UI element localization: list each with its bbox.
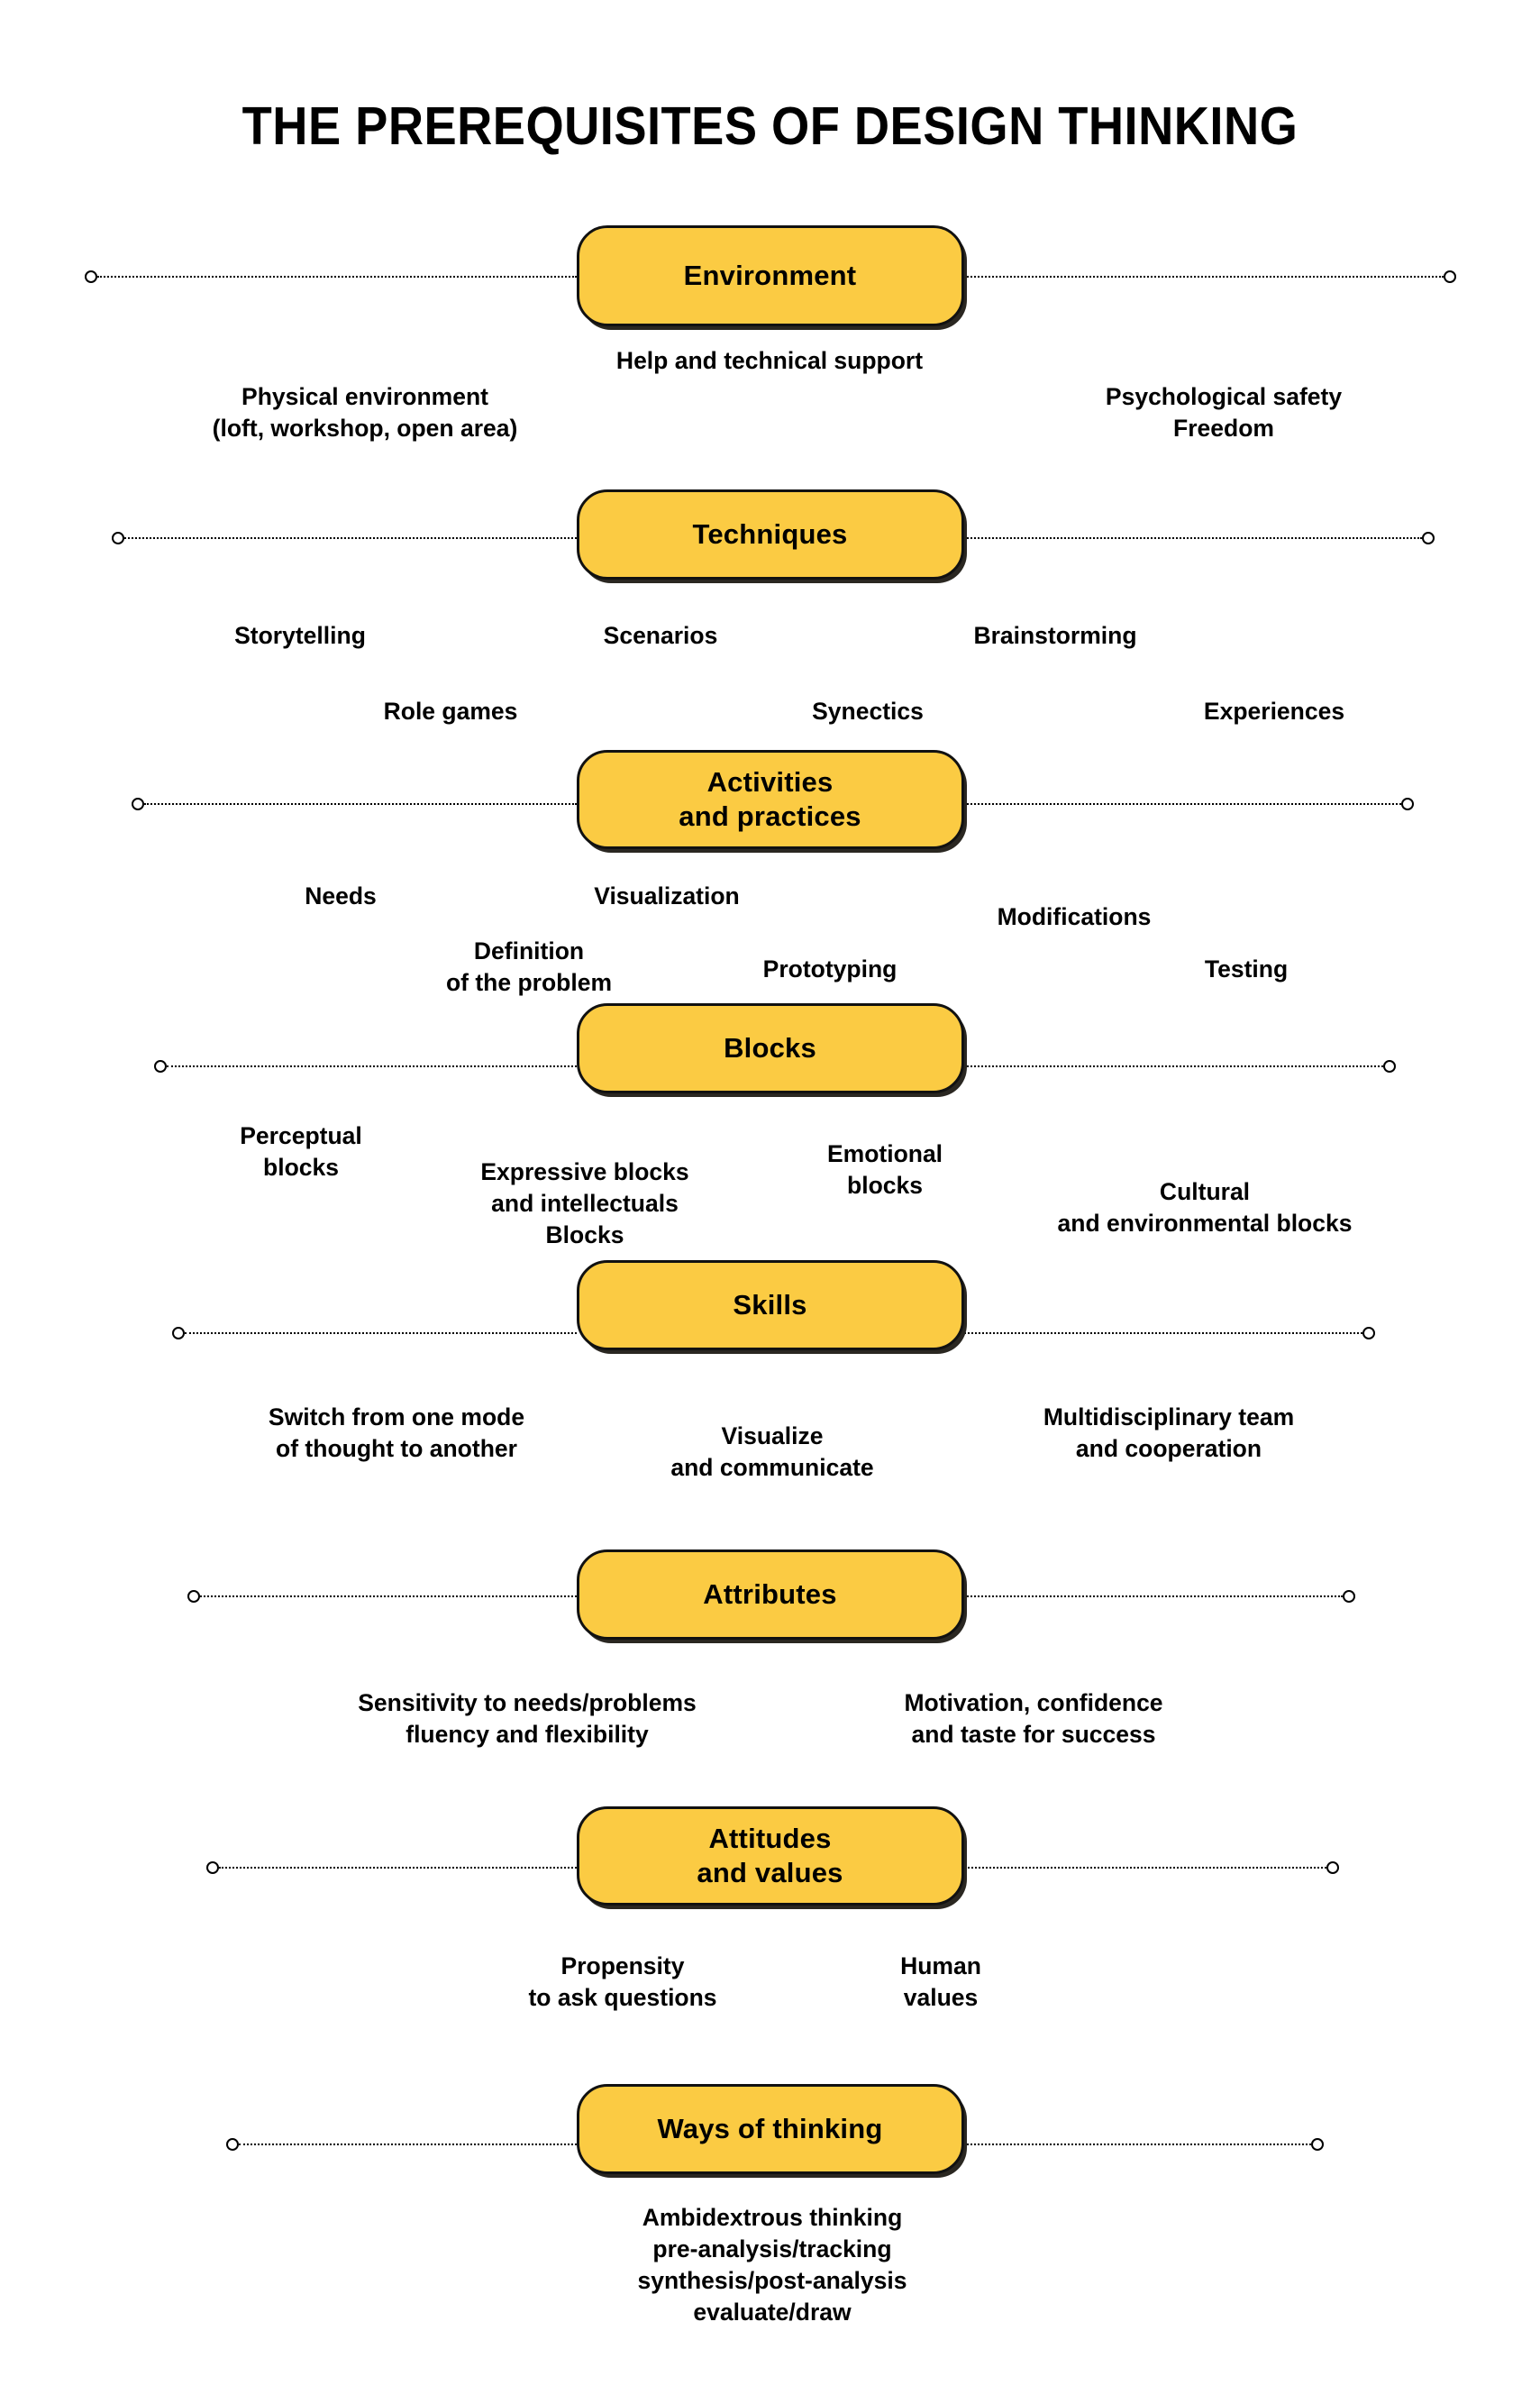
connector-end-dot-right-techniques [1422,532,1435,544]
stage-pill-attributes[interactable]: Attributes [576,1549,964,1640]
stage-pill-label-environment: Environment [683,260,857,292]
stage-pill-label-ways-of-thinking: Ways of thinking [657,2113,883,2145]
stage-pill-label-skills: Skills [733,1289,807,1321]
connector-line-left-attitudes-and-values [206,1861,577,1874]
connector-line-left-environment [85,270,577,283]
connector-line-right-skills [963,1327,1375,1339]
stage-label-environment-0: Help and technical support [615,347,924,374]
stage-pill-attitudes-and-values[interactable]: Attitudes and values [576,1806,964,1906]
stage-label-techniques-0: Storytelling [234,622,366,649]
stage-label-activities-and-practices-0: Needs [305,882,377,909]
connector-end-dot-left-activities-and-practices [132,798,144,810]
stage-label-blocks-3: Cultural and environmental blocks [1057,1178,1353,1237]
connector-line-left-ways-of-thinking [226,2138,577,2151]
stage-pill-label-activities-and-practices: Activities and practices [679,766,861,832]
connector-line-left-skills [172,1327,577,1339]
stage-pill-label-attitudes-and-values: Attitudes and values [697,1823,843,1888]
stage-label-blocks-1: Expressive blocks and intellectuals Bloc… [480,1158,689,1248]
connector-line-left-attributes [187,1590,577,1603]
stage-pill-environment[interactable]: Environment [576,225,964,326]
stage-label-activities-and-practices-1: Visualization [594,882,740,909]
stage-label-activities-and-practices-3: Definition of the problem [445,937,613,996]
stage-label-skills-0: Switch from one mode of thought to anoth… [268,1403,525,1462]
stage-label-techniques-5: Experiences [1203,698,1345,725]
stage-pill-label-attributes: Attributes [703,1578,837,1611]
connector-line-right-attitudes-and-values [963,1861,1339,1874]
connector-end-dot-left-attributes [187,1590,200,1603]
connector-end-dot-left-techniques [112,532,124,544]
stage-label-blocks-2: Emotional blocks [826,1140,943,1199]
connector-end-dot-right-attributes [1343,1590,1355,1603]
stage-label-skills-1: Visualize and communicate [670,1422,874,1481]
stage-label-activities-and-practices-5: Testing [1204,955,1289,983]
page-title: THE PREREQUISITES OF DESIGN THINKING [241,96,1299,156]
connector-line-left-techniques [112,532,577,544]
stage-label-attitudes-and-values-0: Propensity to ask questions [528,1952,717,2011]
stage-label-attributes-0: Sensitivity to needs/problems fluency an… [358,1689,697,1748]
connector-end-dot-right-attitudes-and-values [1326,1861,1339,1874]
stage-label-techniques-1: Scenarios [603,622,718,649]
stage-label-attributes-1: Motivation, confidence and taste for suc… [904,1689,1163,1748]
connector-end-dot-right-activities-and-practices [1401,798,1414,810]
stage-label-techniques-2: Brainstorming [973,622,1137,649]
connector-end-dot-right-skills [1362,1327,1375,1339]
stage-label-attitudes-and-values-1: Human values [900,1952,981,2011]
stage-pill-label-techniques: Techniques [692,518,848,551]
connector-line-right-blocks [963,1060,1396,1073]
connector-line-right-activities-and-practices [963,798,1414,810]
stage-label-blocks-0: Perceptual blocks [240,1122,362,1181]
stage-label-activities-and-practices-2: Modifications [997,903,1152,930]
stage-label-activities-and-practices-4: Prototyping [762,955,898,983]
connector-line-right-attributes [963,1590,1355,1603]
stage-pill-techniques[interactable]: Techniques [576,489,964,580]
connector-end-dot-left-skills [172,1327,185,1339]
connector-end-dot-left-ways-of-thinking [226,2138,239,2151]
stage-label-environment-1: Physical environment (loft, workshop, op… [212,383,518,442]
connector-end-dot-left-blocks [154,1060,167,1073]
connector-end-dot-left-environment [85,270,97,283]
stage-label-techniques-4: Synectics [812,698,924,725]
connector-line-right-environment [963,270,1456,283]
stage-label-skills-2: Multidisciplinary team and cooperation [1043,1403,1295,1462]
connector-line-right-ways-of-thinking [963,2138,1324,2151]
stage-pill-activities-and-practices[interactable]: Activities and practices [576,750,964,849]
connector-end-dot-right-ways-of-thinking [1311,2138,1324,2151]
connector-end-dot-left-attitudes-and-values [206,1861,219,1874]
connector-line-left-activities-and-practices [132,798,577,810]
stage-pill-label-blocks: Blocks [724,1032,816,1065]
connector-end-dot-right-environment [1444,270,1456,283]
connector-end-dot-right-blocks [1383,1060,1396,1073]
stage-pill-skills[interactable]: Skills [576,1260,964,1350]
stage-label-environment-2: Psychological safety Freedom [1105,383,1343,442]
stage-label-techniques-3: Role games [383,698,518,725]
connector-line-right-techniques [963,532,1435,544]
stage-pill-ways-of-thinking[interactable]: Ways of thinking [576,2084,964,2174]
stage-pill-blocks[interactable]: Blocks [576,1003,964,1093]
connector-line-left-blocks [154,1060,577,1073]
stage-label-ways-of-thinking-0: Ambidextrous thinking pre-analysis/track… [637,2204,907,2326]
